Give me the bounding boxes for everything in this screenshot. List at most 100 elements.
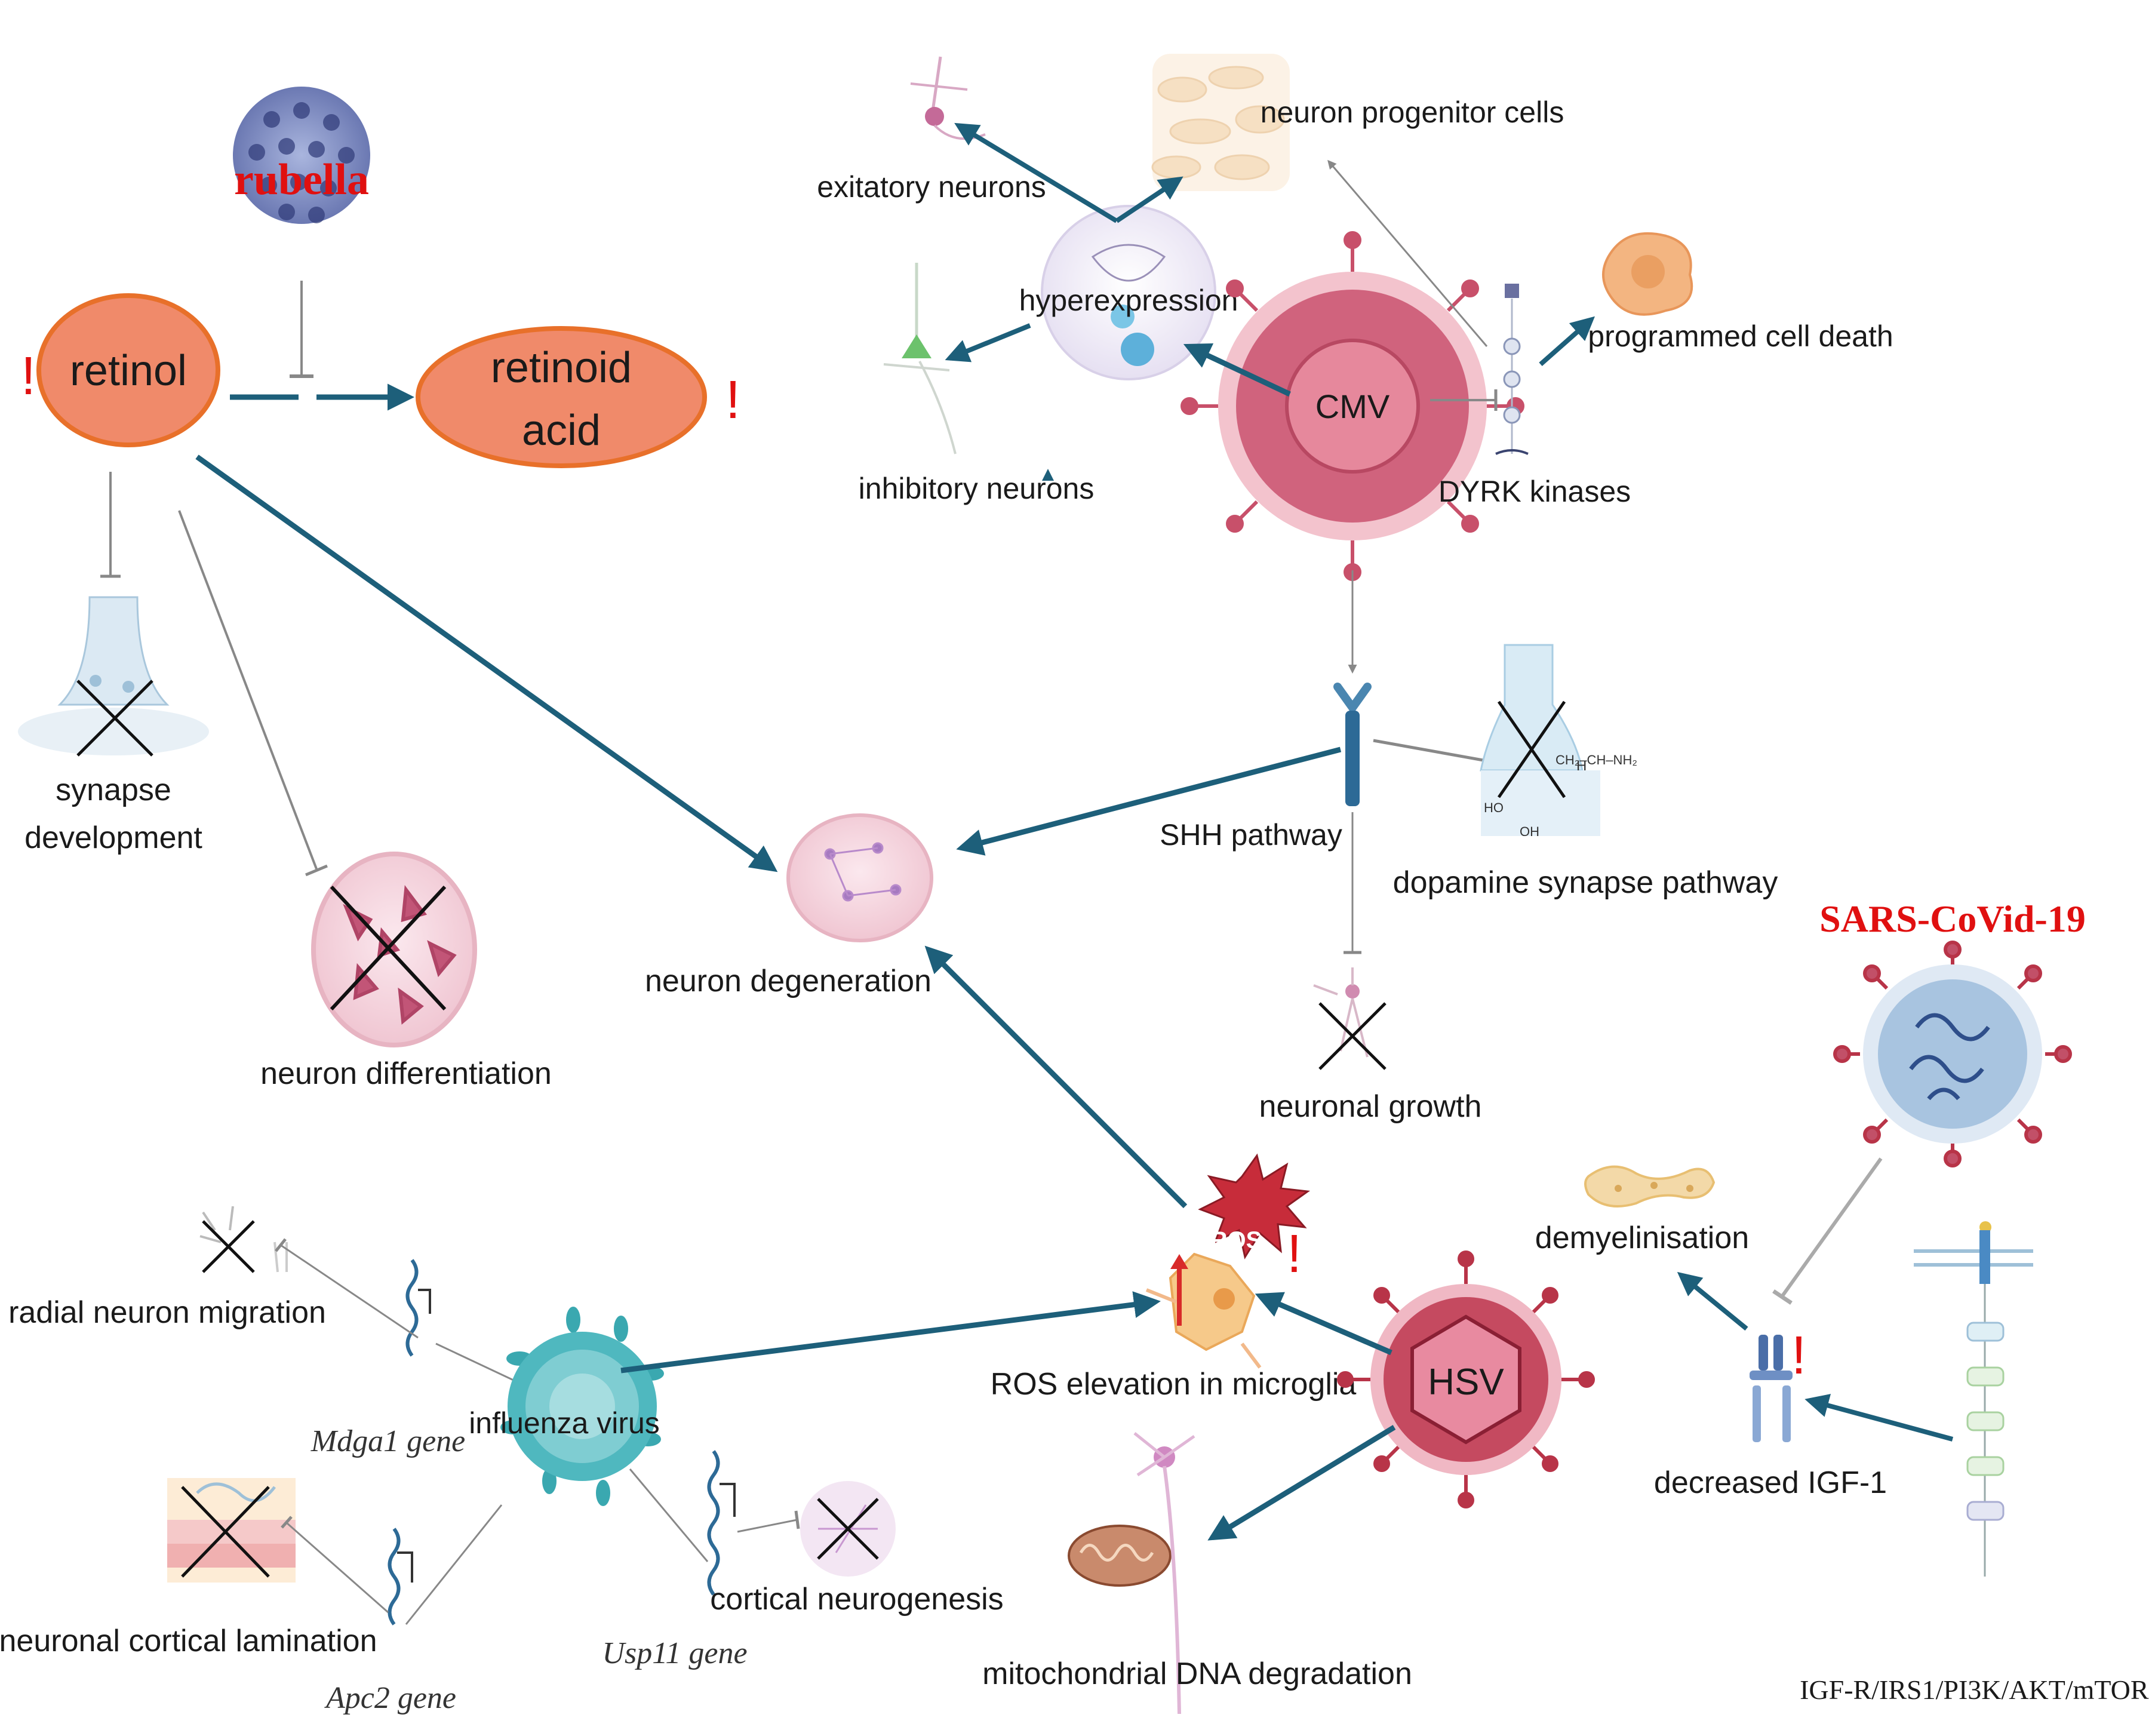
neuron-differentiation-icon bbox=[311, 852, 477, 1047]
retinol-label: retinol bbox=[70, 347, 187, 395]
demyelinisation-icon bbox=[1584, 1165, 1716, 1207]
svg-text:OH: OH bbox=[1520, 824, 1539, 839]
dopamine-synapse-icon: H CH₂–CH–NH₂ HO OH bbox=[1480, 644, 1637, 839]
svg-text:HO: HO bbox=[1484, 800, 1504, 815]
neuron-degeneration-icon bbox=[786, 813, 933, 942]
retinoid-label-line2: acid bbox=[522, 407, 601, 454]
synapse-icon bbox=[18, 596, 209, 757]
programmed-cell-death-icon bbox=[1602, 232, 1693, 316]
hsv-ros-arrow bbox=[1255, 1292, 1392, 1356]
ros-elevation-label: ROS elevation in microglia bbox=[991, 1367, 1357, 1402]
synapse-label-line1: synapse bbox=[56, 773, 171, 807]
dyrk-kinases-label: DYRK kinases bbox=[1438, 475, 1631, 508]
influenza-virus-label: influenza virus bbox=[469, 1406, 660, 1440]
usp11-gene-label: Usp11 gene bbox=[602, 1636, 747, 1670]
dyrk-death-arrow bbox=[1539, 316, 1595, 366]
hsv-virus-icon bbox=[1337, 1250, 1595, 1508]
rubella-label: rubella bbox=[234, 155, 369, 204]
to-progenitor-arrow bbox=[1115, 176, 1183, 223]
neuron-differentiation-label: neuron differentiation bbox=[260, 1056, 552, 1091]
neuronal-cortical-lamination-label: neuronal cortical lamination bbox=[0, 1624, 377, 1658]
cmv-hyperexpression-arrow bbox=[1183, 343, 1291, 397]
retinoid-alert: ! bbox=[725, 370, 740, 430]
inhibitory-neurons-label: inhibitory neurons bbox=[859, 472, 1095, 505]
usp11-neurogenesis-line bbox=[737, 1519, 798, 1533]
cmv-label: CMV bbox=[1315, 388, 1390, 425]
radial-migration-icon bbox=[199, 1206, 288, 1273]
igf-pathway-label: IGF-R/IRS1/PI3K/AKT/mTOR pathway bbox=[1800, 1674, 2155, 1705]
apc2-lamination-bar bbox=[281, 1516, 293, 1529]
usp11-neurogenesis-bar bbox=[794, 1510, 800, 1529]
mdga1-gene-label: Mdga1 gene bbox=[311, 1424, 465, 1458]
hsv-mito-arrow bbox=[1207, 1425, 1396, 1541]
sars-label: SARS-CoVid-19 bbox=[1819, 898, 2086, 940]
mdga1-gene-icon bbox=[405, 1259, 431, 1357]
inhibitory-neuron-icon bbox=[883, 263, 957, 454]
demyelinisation-label: demyelinisation bbox=[1535, 1221, 1749, 1255]
cortical-lamination-icon bbox=[167, 1478, 296, 1583]
decreased-igf1-label: decreased IGF-1 bbox=[1654, 1465, 1887, 1500]
retinol-degeneration-arrow bbox=[195, 454, 778, 872]
mdga1-migration-bar bbox=[275, 1238, 287, 1252]
sars-virus-icon bbox=[1833, 941, 2072, 1167]
pathway-igf-arrow bbox=[1804, 1394, 1954, 1442]
influenza-apc2-line bbox=[405, 1504, 503, 1625]
shh-pathway-label: SHH pathway bbox=[1160, 818, 1342, 852]
progenitor-link-line bbox=[1327, 159, 1488, 347]
mdga1-migration-line bbox=[280, 1244, 419, 1339]
hsv-label: HSV bbox=[1428, 1362, 1504, 1403]
small-arrowhead bbox=[1042, 469, 1054, 481]
ros-burst-icon bbox=[1198, 1153, 1311, 1259]
mitochondria-icon bbox=[1068, 1432, 1195, 1715]
ros-degeneration-arrow bbox=[924, 945, 1188, 1209]
igf-receptor-icon bbox=[1750, 1335, 1793, 1442]
influenza-ros-arrow bbox=[620, 1291, 1161, 1374]
apc2-gene-label: Apc2 gene bbox=[324, 1681, 456, 1715]
cortical-neurogenesis-icon bbox=[800, 1481, 896, 1577]
hyperexpression-icon bbox=[1041, 205, 1216, 380]
ros-label: ROS bbox=[1210, 1227, 1262, 1253]
cortical-neurogenesis-label: cortical neurogenesis bbox=[710, 1582, 1003, 1617]
to-excitatory-arrow bbox=[954, 122, 1118, 223]
neuronal-growth-icon bbox=[1313, 967, 1387, 1070]
igf-pathway-cascade-icon bbox=[1914, 1221, 2033, 1577]
retinol-node: retinol bbox=[36, 293, 220, 447]
sars-igf-line bbox=[1781, 1157, 1883, 1297]
retinoid-label-line1: retinoid bbox=[491, 344, 632, 392]
influenza-virus-icon bbox=[500, 1307, 664, 1506]
igf-demyelinisation-arrow bbox=[1677, 1271, 1748, 1331]
svg-text:H: H bbox=[1576, 758, 1587, 774]
dopamine-synapse-pathway-label: dopamine synapse pathway bbox=[1393, 865, 1778, 900]
progenitor-cells-icon bbox=[1151, 54, 1290, 191]
exitatory-neurons-label: exitatory neurons bbox=[817, 170, 1046, 204]
microglia-ros-icon bbox=[1145, 1252, 1262, 1369]
shh-dopamine-line bbox=[1373, 739, 1490, 763]
programmed-cell-death-label: programmed cell death bbox=[1588, 319, 1893, 353]
retinol-differentiation-line bbox=[178, 510, 318, 869]
neuronal-growth-label: neuronal growth bbox=[1259, 1089, 1482, 1124]
retinol-alert: ! bbox=[21, 346, 36, 406]
cmv-virus-icon bbox=[1181, 231, 1524, 581]
to-inhibitory-arrow bbox=[945, 323, 1031, 362]
apc2-lamination-line bbox=[286, 1522, 389, 1614]
neuron-progenitor-cells-label: neuron progenitor cells bbox=[1261, 96, 1564, 129]
svg-text:CH₂–CH–NH₂: CH₂–CH–NH₂ bbox=[1555, 752, 1637, 767]
neuron-degeneration-label: neuron degeneration bbox=[645, 964, 932, 998]
excitatory-neuron-icon bbox=[910, 56, 986, 140]
hyperexpression-label: hyperexpression bbox=[1019, 284, 1238, 317]
sars-igf-bar bbox=[1772, 1289, 1793, 1305]
igf-alert: ! bbox=[1791, 1326, 1806, 1385]
radial-neuron-migration-label: radial neuron migration bbox=[8, 1295, 326, 1330]
shh-degeneration-arrow bbox=[956, 746, 1342, 856]
usp11-gene-icon bbox=[707, 1450, 736, 1596]
retinoid-acid-node: retinoid acid bbox=[416, 326, 707, 468]
rubella-virus-icon bbox=[233, 87, 370, 224]
apc2-gene-icon bbox=[388, 1528, 413, 1626]
mito-dna-label: mitochondrial DNA degradation bbox=[982, 1657, 1412, 1691]
synapse-label-line2: development bbox=[24, 821, 202, 855]
shh-receptor-icon bbox=[1333, 683, 1372, 806]
ros-alert: ! bbox=[1287, 1224, 1302, 1284]
retinol-differentiation-bar bbox=[305, 864, 328, 877]
